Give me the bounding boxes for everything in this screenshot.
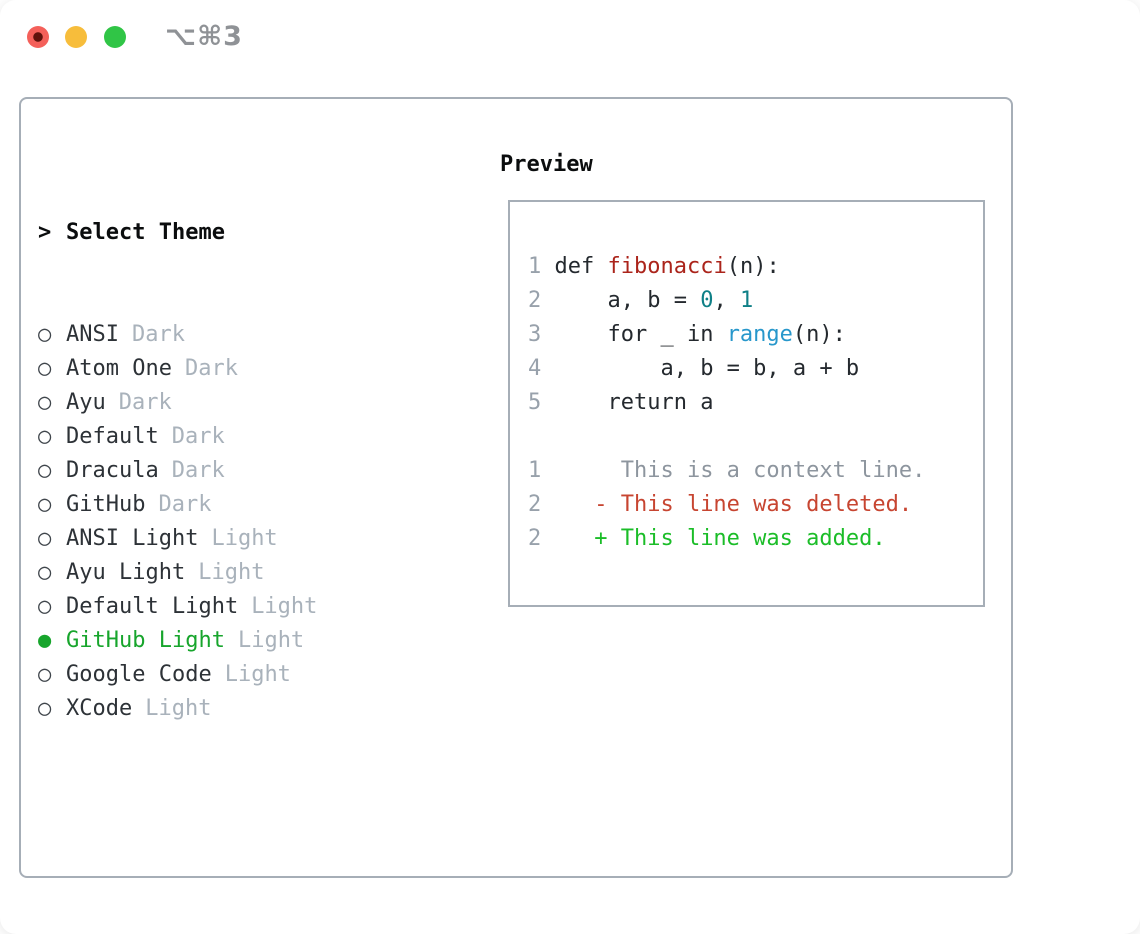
line-number: 2 xyxy=(528,288,542,313)
theme-variant-tag: Dark xyxy=(171,458,225,483)
theme-option[interactable]: ○ ANSI Dark xyxy=(38,318,438,352)
code-line: 5 return a xyxy=(528,386,983,420)
code-token: (n): xyxy=(726,254,780,279)
window-title: ⌥⌘3 xyxy=(165,21,243,52)
theme-option[interactable]: ○ Default Light Light xyxy=(38,590,438,624)
code-line: 1 def fibonacci(n): xyxy=(528,250,983,284)
theme-option[interactable]: ○ Ayu Dark xyxy=(38,386,438,420)
preview-heading: Preview xyxy=(500,152,593,177)
select-theme-heading: Select Theme xyxy=(66,220,225,245)
code-token: for _ in xyxy=(541,322,727,347)
code-token: fibonacci xyxy=(607,254,727,279)
line-number: 4 xyxy=(528,356,542,381)
diff-line: 2 + This line was added. xyxy=(528,522,983,556)
radio-icon: ○ xyxy=(38,526,52,551)
radio-icon: ○ xyxy=(38,322,52,347)
code-token: - This line was deleted. xyxy=(541,492,913,517)
select-theme-heading-row: > Select Theme xyxy=(38,216,438,250)
theme-variant-tag: Light xyxy=(211,526,278,551)
theme-option-label: Atom One xyxy=(66,356,172,381)
theme-option[interactable]: ○ Default Dark xyxy=(38,420,438,454)
theme-option-label: Ayu xyxy=(66,390,106,415)
theme-option[interactable]: ○ ANSI Light Light xyxy=(38,522,438,556)
code-token: 1 xyxy=(739,288,754,313)
code-token: + This line was added. xyxy=(541,526,886,551)
minimize-button[interactable] xyxy=(65,26,87,48)
close-button[interactable] xyxy=(27,26,49,48)
line-number: 1 xyxy=(528,458,542,483)
theme-option-label: Ayu Light xyxy=(66,560,186,585)
theme-option[interactable]: ○ GitHub Dark xyxy=(38,488,438,522)
theme-variant-tag: Dark xyxy=(184,356,238,381)
code-token: 0 xyxy=(700,288,714,313)
radio-selected-icon: ● xyxy=(38,628,52,653)
radio-icon: ○ xyxy=(38,458,52,483)
line-number: 5 xyxy=(528,390,542,415)
line-number: 1 xyxy=(528,254,542,279)
code-token: (n): xyxy=(792,322,846,347)
diff-line: 2 - This line was deleted. xyxy=(528,488,983,522)
theme-option-label: Dracula xyxy=(66,458,159,483)
line-number: 2 xyxy=(528,492,542,517)
theme-variant-tag: Dark xyxy=(158,492,212,517)
theme-variant-tag: Dark xyxy=(118,390,172,415)
apply-to-heading-row: Apply To xyxy=(38,930,438,934)
theme-option-label: Google Code xyxy=(66,662,212,687)
theme-option-label: XCode xyxy=(66,696,133,721)
theme-option[interactable]: ○ Atom One Dark xyxy=(38,352,438,386)
theme-variant-tag: Dark xyxy=(131,322,185,347)
theme-variant-tag: Light xyxy=(198,560,265,585)
theme-option[interactable]: ○ Ayu Light Light xyxy=(38,556,438,590)
titlebar: ⌥⌘3 xyxy=(0,0,1140,72)
theme-option[interactable]: ○ XCode Light xyxy=(38,692,438,726)
radio-icon: ○ xyxy=(38,390,52,415)
code-token: range xyxy=(726,322,793,347)
code-token: a, b = xyxy=(541,288,701,313)
theme-variant-tag: Light xyxy=(237,628,305,653)
theme-option[interactable]: ○ Google Code Light xyxy=(38,658,438,692)
theme-option[interactable]: ○ Dracula Dark xyxy=(38,454,438,488)
code-line: 4 a, b = b, a + b xyxy=(528,352,983,386)
theme-option[interactable]: ● GitHub Light Light xyxy=(38,624,438,658)
diff-line: 1 This is a context line. xyxy=(528,454,983,488)
code-line: 3 for _ in range(n): xyxy=(528,318,983,352)
theme-variant-tag: Light xyxy=(224,662,291,687)
theme-variant-tag: Dark xyxy=(171,424,225,449)
code-token: def xyxy=(541,254,608,279)
code-token: return a xyxy=(541,390,714,415)
code-token: This is a context line. xyxy=(541,458,926,483)
theme-option-label: GitHub xyxy=(66,492,146,517)
code-token: , xyxy=(713,288,740,313)
theme-option-label: Default xyxy=(66,424,159,449)
apply-to-heading: Apply To xyxy=(66,930,172,934)
code-line: 2 a, b = 0, 1 xyxy=(528,284,983,318)
radio-icon: ○ xyxy=(38,696,52,721)
radio-icon: ○ xyxy=(38,662,52,687)
radio-icon: ○ xyxy=(38,424,52,449)
apply-to-section: Apply To ●User Settings○Workspace Settin… xyxy=(38,862,438,934)
radio-icon: ○ xyxy=(38,594,52,619)
theme-variant-tag: Light xyxy=(145,696,212,721)
line-number: 2 xyxy=(528,526,542,551)
theme-option-label: ANSI Light xyxy=(66,526,199,551)
radio-icon: ○ xyxy=(38,356,52,381)
theme-option-label: Default Light xyxy=(66,594,239,619)
radio-icon: ○ xyxy=(38,492,52,517)
maximize-button[interactable] xyxy=(104,26,126,48)
cursor-icon: > xyxy=(38,220,52,245)
diff-preview: 1 This is a context line.2 - This line w… xyxy=(528,454,983,556)
theme-option-label: GitHub Light xyxy=(66,628,225,653)
radio-icon: ○ xyxy=(38,560,52,585)
line-number: 3 xyxy=(528,322,542,347)
theme-variant-tag: Light xyxy=(251,594,318,619)
code-token: a, b = b, a + b xyxy=(541,356,860,381)
theme-option-label: ANSI xyxy=(66,322,119,347)
